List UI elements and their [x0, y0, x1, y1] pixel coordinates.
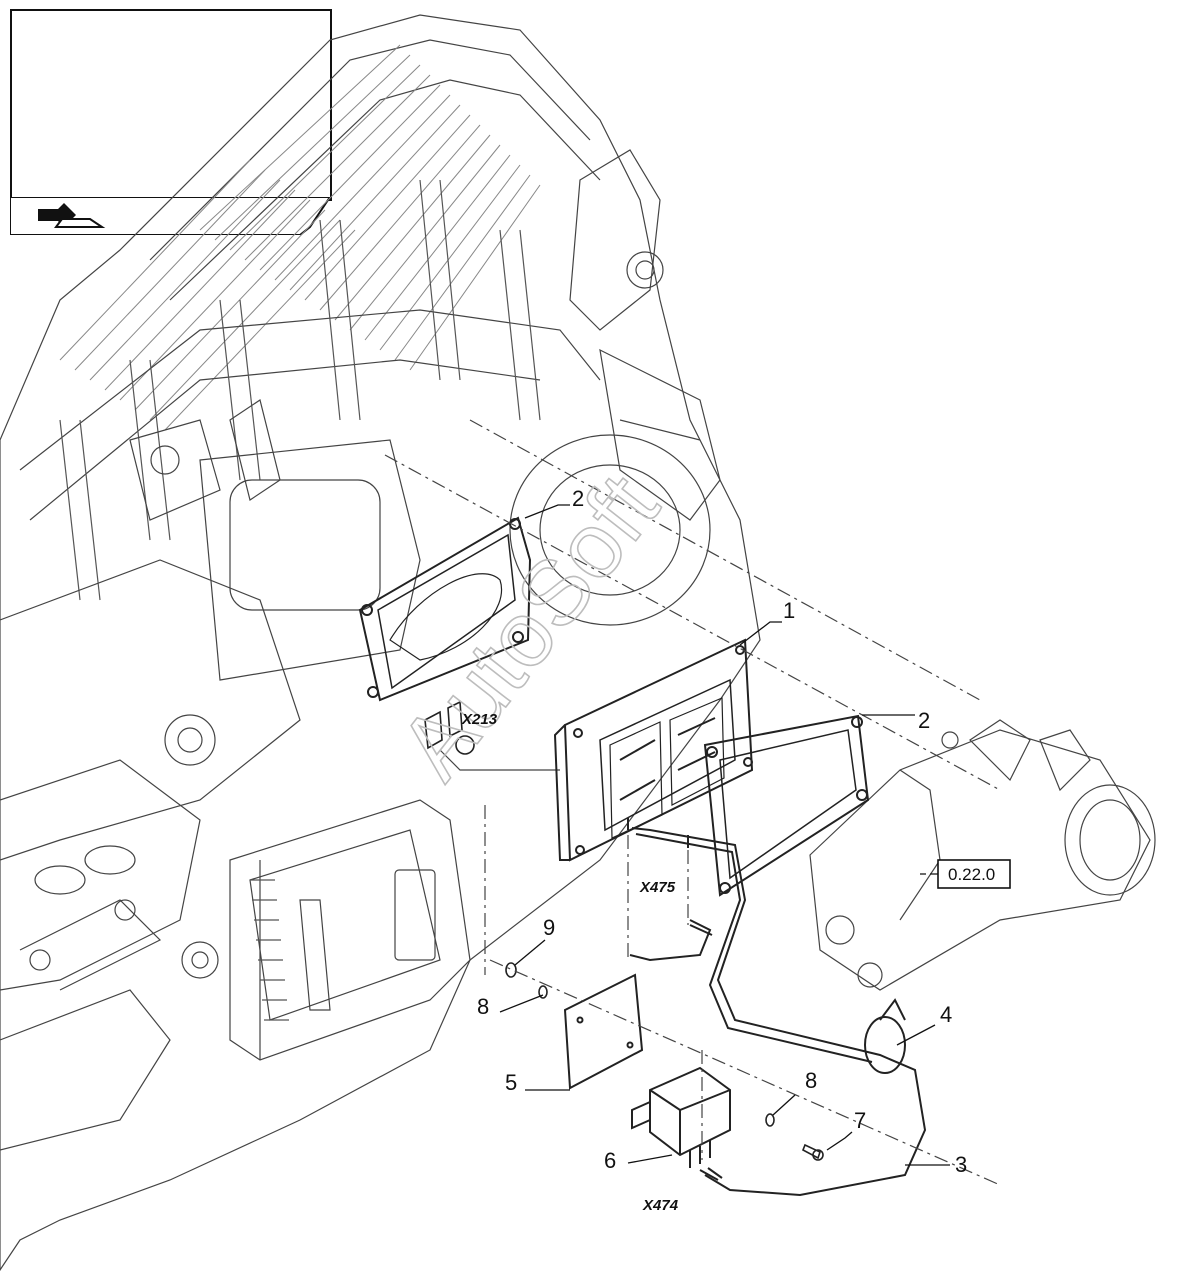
callout-9: 9	[543, 915, 555, 940]
callout-8-left: 8	[477, 994, 489, 1019]
callout-5: 5	[505, 1070, 517, 1095]
callout-6: 6	[604, 1148, 616, 1173]
callout-4: 4	[940, 1002, 952, 1027]
info-panel	[10, 9, 332, 201]
connector-label-x475: X475	[639, 879, 676, 896]
heater-relay	[631, 1066, 731, 1168]
next-page-arrow-icon[interactable]	[38, 203, 106, 228]
wire-harness	[629, 827, 927, 1197]
assembly-centerlines	[384, 419, 1001, 1186]
fasteners	[505, 962, 824, 1161]
callout-1: 1	[783, 598, 795, 623]
connector-x213-drawing	[424, 700, 475, 755]
callout-3: 3	[955, 1152, 967, 1177]
grid-heater	[553, 638, 754, 862]
engine-block-drawing	[0, 14, 761, 1272]
callout-2-top: 2	[572, 486, 584, 511]
intake-elbow-drawing	[809, 719, 1156, 991]
gasket-upper	[358, 516, 532, 702]
callout-leaders	[499, 504, 950, 1166]
callout-2-right: 2	[918, 708, 930, 733]
cover-plate	[563, 973, 644, 1090]
callout-8-right: 8	[805, 1068, 817, 1093]
gasket-lower	[703, 714, 870, 897]
reference-box-label: 0.22.0	[948, 865, 995, 884]
reference-box[interactable]: 0.22.0	[937, 859, 1011, 889]
connector-label-x474: X474	[642, 1197, 679, 1214]
watermark: AutoSoft	[380, 456, 678, 797]
callout-7: 7	[854, 1108, 866, 1133]
connector-label-x213: X213	[461, 711, 498, 728]
